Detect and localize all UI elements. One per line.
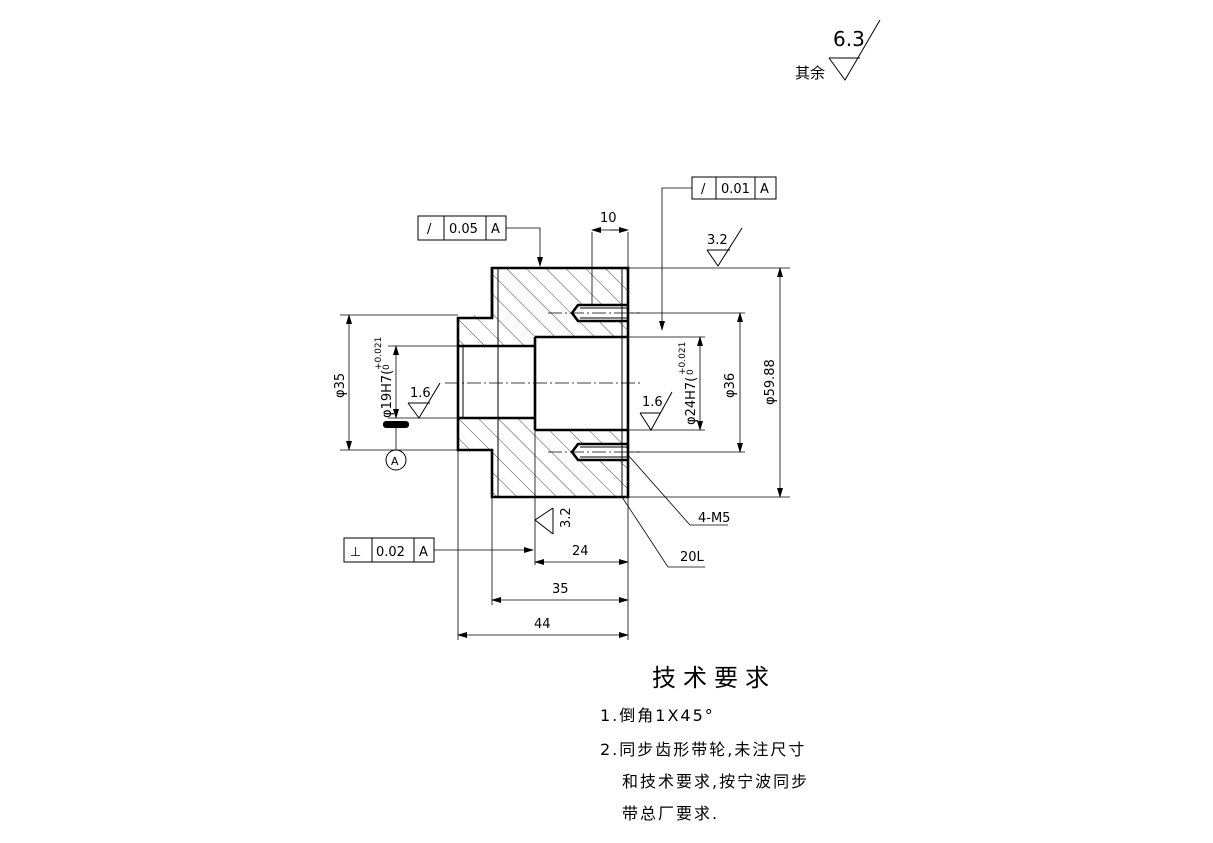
- leader-lines: [621, 454, 728, 568]
- dim-dia36: φ36: [723, 373, 738, 398]
- general-roughness-value: 6.3: [833, 27, 865, 51]
- fcf-runout-symbol: /: [701, 182, 706, 197]
- dim-dia24-tol-lower: 0: [686, 369, 696, 375]
- dim-dia19-tol-upper: +0.021: [374, 337, 384, 370]
- section-hatching: [458, 268, 628, 497]
- note-item-2: 2.同步齿形带轮,未注尺寸: [600, 740, 807, 759]
- fcf-runout-top-left: / 0.05 A: [417, 215, 543, 267]
- datum-a-label: A: [391, 455, 399, 468]
- dim-10: 10: [600, 211, 617, 226]
- part-outline: [456, 266, 630, 499]
- note-item-3: 和技术要求,按宁波同步: [622, 772, 810, 791]
- note-item-1: 1.倒角1X45°: [600, 706, 715, 725]
- general-roughness-symbol: 6.3 其余: [795, 19, 881, 82]
- dim-dia24: φ24H7(: [684, 377, 699, 425]
- fcf-runout-top-right: / 0.01 A: [659, 176, 777, 331]
- fcf-perpendicular-value: 0.02: [376, 545, 405, 560]
- dim-dia19-tol-lower: 0: [382, 364, 392, 370]
- dim-dia24-tol-upper: +0.021: [678, 342, 688, 375]
- note-item-4: 带总厂要求.: [622, 804, 720, 823]
- roughness-bore-large-value: 1.6: [642, 395, 663, 410]
- roughness-bore-large-symbol: 1.6: [639, 391, 673, 431]
- dimension-lines: [346, 227, 783, 638]
- fcf-runout-left-value: 0.05: [449, 222, 478, 237]
- fcf-perpendicular-datum: A: [419, 545, 428, 560]
- belt-label: 20L: [680, 550, 705, 565]
- dim-dia5988: φ59.88: [763, 359, 778, 405]
- roughness-face-value: 3.2: [559, 507, 574, 528]
- fcf-perpendicular-symbol: ⊥: [350, 545, 361, 560]
- thread-label: 4-M5: [698, 511, 730, 526]
- roughness-bore-small-symbol: 1.6: [407, 382, 441, 419]
- dim-35: 35: [552, 582, 569, 597]
- dim-44: 44: [534, 617, 551, 632]
- datum-a-marker: A: [383, 421, 409, 471]
- general-roughness-label: 其余: [795, 64, 825, 82]
- roughness-top-value: 3.2: [707, 233, 728, 248]
- roughness-top-symbol: 3.2: [706, 227, 743, 267]
- fcf-runout-left-symbol: /: [427, 222, 432, 237]
- fcf-runout-left-datum: A: [491, 222, 500, 237]
- roughness-face-symbol: 3.2: [534, 507, 574, 535]
- dim-dia19: φ19H7(: [380, 370, 395, 418]
- center-lines: [445, 312, 640, 453]
- dim-dia35: φ35: [333, 373, 348, 398]
- extension-lines: [340, 232, 790, 640]
- fcf-runout-datum: A: [760, 182, 769, 197]
- dim-24: 24: [572, 544, 589, 559]
- fcf-runout-value: 0.01: [721, 182, 750, 197]
- roughness-bore-small-value: 1.6: [410, 386, 431, 401]
- fcf-perpendicular: ⊥ 0.02 A: [343, 537, 534, 563]
- notes-title: 技术要求: [652, 664, 776, 692]
